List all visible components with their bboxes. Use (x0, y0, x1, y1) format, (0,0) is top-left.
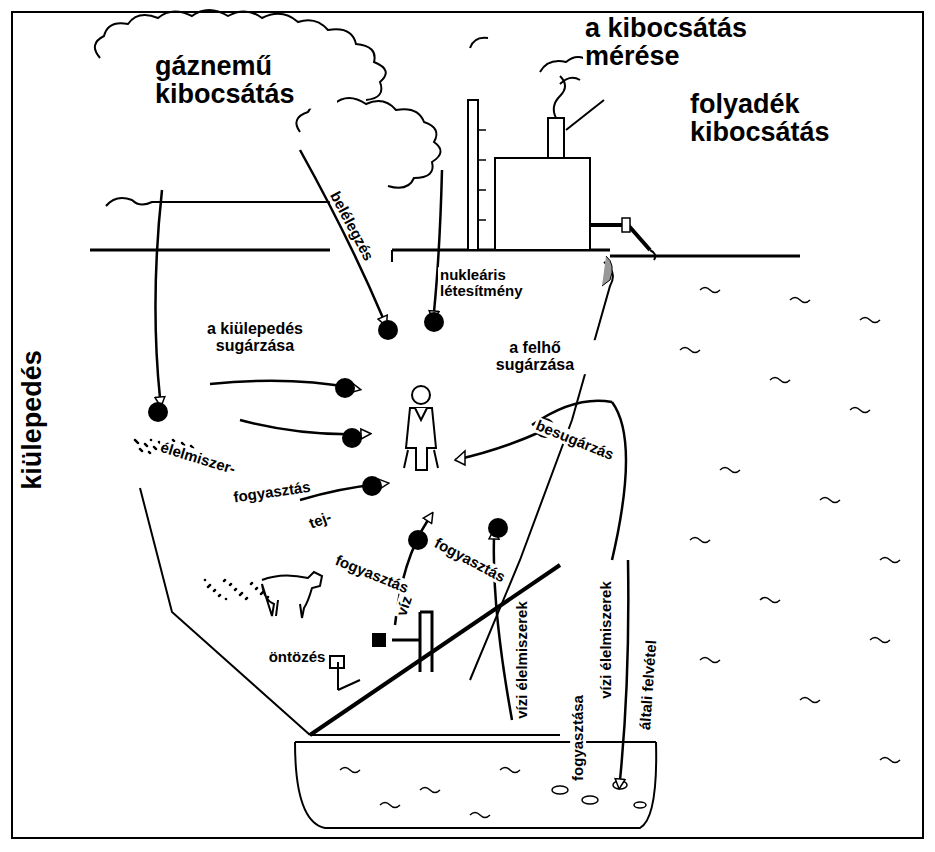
pathway-label: kiülepedés (18, 348, 46, 492)
pathway-label: folyadék kibocsátás (688, 90, 912, 147)
pathway-label: fogyasztás (231, 479, 314, 506)
pathway-label: vízi élelmiszerek (598, 579, 614, 701)
pathway-label: fogyasztás (430, 534, 509, 586)
pathway-label: belélegzés (326, 187, 377, 265)
pathway-label: fogyasztás (331, 551, 412, 596)
pathway-label: fogyasztása (570, 693, 586, 783)
pathway-label: élelmiszer- (157, 439, 240, 478)
pathway-label: tej- (305, 508, 335, 532)
pathway-label: a kibocsátás mérése (583, 14, 777, 71)
pathway-label: a felhő sugárzása (468, 340, 602, 374)
pathway-label: öntözés (267, 649, 328, 665)
pathway-label: nukleáris létesítmény (438, 267, 542, 299)
pathway-label: víz (393, 592, 415, 620)
pathway-label: vízi élelmiszerek (514, 599, 530, 721)
pathway-label: gáznemű kibocsátás (153, 52, 337, 109)
pathway-label: általi felvétel (637, 638, 659, 733)
pathway-label: a kiülepedés sugárzása (173, 321, 337, 355)
pathway-label: besugárzás (532, 416, 618, 463)
